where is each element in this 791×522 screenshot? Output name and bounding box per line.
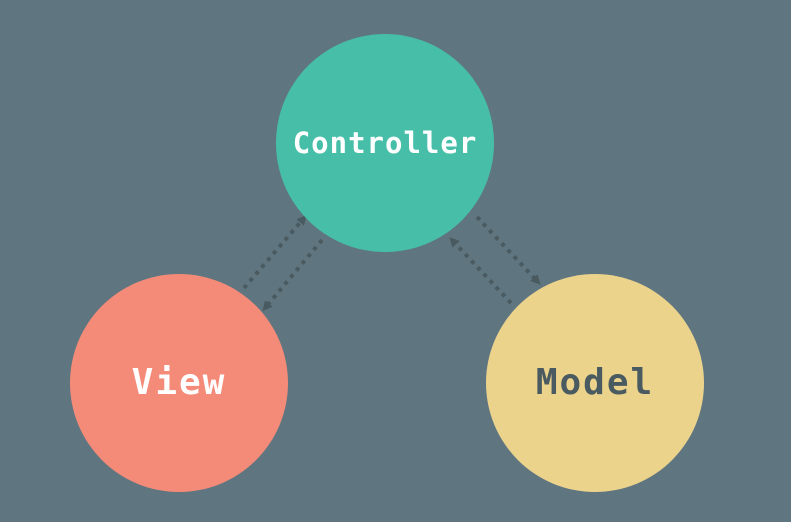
view-node: View xyxy=(70,274,288,492)
controller-label: Controller xyxy=(292,125,478,160)
edge-controller-to-model xyxy=(475,215,541,285)
edge-controller-to-view xyxy=(262,238,324,312)
edge-view-to-controller xyxy=(242,214,307,290)
model-node: Model xyxy=(486,274,704,492)
controller-node: Controller xyxy=(276,34,494,252)
edge-model-to-controller xyxy=(449,237,513,305)
view-label: View xyxy=(131,362,227,403)
model-label: Model xyxy=(535,362,655,403)
